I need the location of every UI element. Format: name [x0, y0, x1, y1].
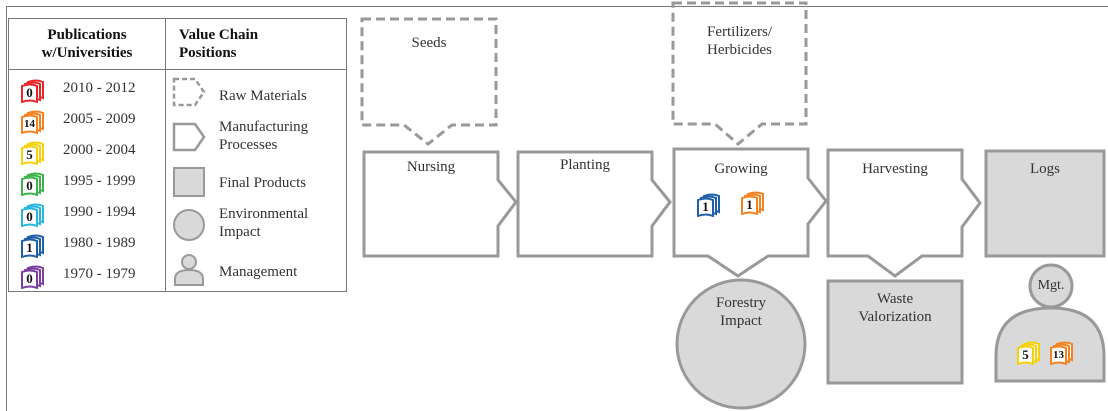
publication-count: 1 [746, 197, 753, 212]
harvesting-label: Harvesting [862, 161, 928, 177]
filled-square-icon [173, 167, 205, 197]
publication-count: 1 [702, 199, 709, 214]
forestry-impact-shape [675, 278, 807, 410]
legend-raw-materials-label: Raw Materials [219, 88, 307, 104]
publication-count-badge: 0 [21, 79, 45, 103]
publication-count: 5 [26, 147, 33, 162]
publication-years: 2010 - 2012 [63, 80, 136, 96]
publication-years: 1995 - 1999 [63, 173, 136, 189]
legend-management-label: Management [219, 264, 298, 280]
fertilizers-label-line: Fertilizers/ [707, 24, 772, 40]
fertilizers-label: Fertilizers/ Herbicides [673, 23, 806, 59]
logs-product-shape [984, 149, 1106, 258]
publications-header-line: Publications [47, 27, 127, 43]
legend-manufacturing-label: Manufacturing Processes [219, 118, 308, 154]
book-stack-icon [21, 265, 44, 289]
fertilizers-label-line: Herbicides [707, 42, 772, 58]
book-stack-icon [21, 172, 44, 196]
legend-header-rule [9, 69, 346, 70]
legend-divider [165, 19, 166, 291]
publication-count-badge: 1 [21, 234, 45, 258]
forestry-impact-label: Forestry Impact [677, 294, 805, 330]
figure-frame [6, 6, 1108, 411]
arrow-box-icon [172, 122, 206, 152]
publication-count: 13 [1053, 349, 1064, 361]
nursing-label: Nursing [406, 159, 456, 175]
publication-years: 1990 - 1994 [63, 204, 136, 220]
publication-count: 0 [26, 209, 33, 224]
harvesting-process-shape [826, 148, 982, 278]
logs-label: Logs [1030, 161, 1060, 177]
forestry-impact-line: Forestry [716, 295, 766, 311]
publication-count-badge: 13 [1050, 341, 1074, 365]
waste-valorization-line: Waste [876, 291, 914, 307]
legend-environmental-line: Environmental [219, 206, 309, 222]
book-stack-icon [21, 79, 44, 103]
book-stack-icon [21, 110, 44, 134]
publication-count: 5 [1022, 347, 1029, 362]
publication-count-badge: 1 [697, 193, 721, 217]
fertilizers-raw-material-shape [671, 1, 808, 146]
publication-count: 0 [26, 271, 33, 286]
publication-count-badge: 0 [21, 203, 45, 227]
book-stack-icon [1050, 341, 1073, 365]
book-stack-icon [21, 141, 44, 165]
publication-years: 2000 - 2004 [63, 142, 136, 158]
legend: Publications w/Universities Value Chain … [8, 18, 347, 292]
book-stack-icon [741, 191, 764, 215]
person-icon [174, 254, 204, 286]
legend-environmental-label: Environmental Impact [219, 205, 308, 241]
waste-valorization-label: Waste Valorization [828, 290, 962, 326]
publication-count-badge: 14 [21, 110, 45, 134]
book-stack-icon [21, 203, 44, 227]
publication-count-badge: 1 [741, 191, 765, 215]
publication-count: 1 [26, 240, 33, 255]
seeds-label: Seeds [411, 35, 447, 51]
growing-process-shape [672, 147, 828, 278]
dashed-arrow-box-icon [172, 77, 206, 107]
planting-label: Planting [559, 157, 610, 173]
legend-manufacturing-line: Processes [219, 137, 278, 153]
publication-years: 1970 - 1979 [63, 266, 136, 282]
publication-count: 14 [24, 118, 35, 130]
legend-final-products-label: Final Products [219, 175, 307, 191]
circle-icon [173, 209, 205, 241]
nursing-process-shape [362, 150, 518, 258]
legend-environmental-line: Impact [219, 224, 261, 240]
book-stack-icon [1017, 341, 1040, 365]
waste-valorization-line: Valorization [858, 309, 932, 325]
legend-manufacturing-line: Manufacturing [219, 119, 309, 135]
publication-count: 0 [26, 85, 33, 100]
forestry-impact-line: Impact [720, 313, 762, 329]
publication-years: 2005 - 2009 [63, 111, 136, 127]
management-label: Mgt. [1037, 278, 1065, 293]
book-stack-icon [21, 234, 44, 258]
publication-count-badge: 0 [21, 265, 45, 289]
planting-process-shape [516, 150, 672, 258]
book-stack-icon [697, 193, 720, 217]
growing-label: Growing [714, 161, 768, 177]
value-chain-header-line: Positions [179, 45, 237, 61]
publication-count-badge: 5 [21, 141, 45, 165]
publications-header-line: w/Universities [41, 45, 133, 61]
publication-count-badge: 5 [1017, 341, 1041, 365]
publications-header: Publications w/Universities [9, 26, 165, 62]
waste-valorization-shape [826, 279, 964, 385]
publication-count-badge: 0 [21, 172, 45, 196]
publication-years: 1980 - 1989 [63, 235, 136, 251]
seeds-raw-material-shape [360, 17, 498, 146]
publication-count: 0 [26, 178, 33, 193]
value-chain-header: Value Chain Positions [179, 26, 258, 62]
value-chain-header-line: Value Chain [179, 27, 259, 43]
